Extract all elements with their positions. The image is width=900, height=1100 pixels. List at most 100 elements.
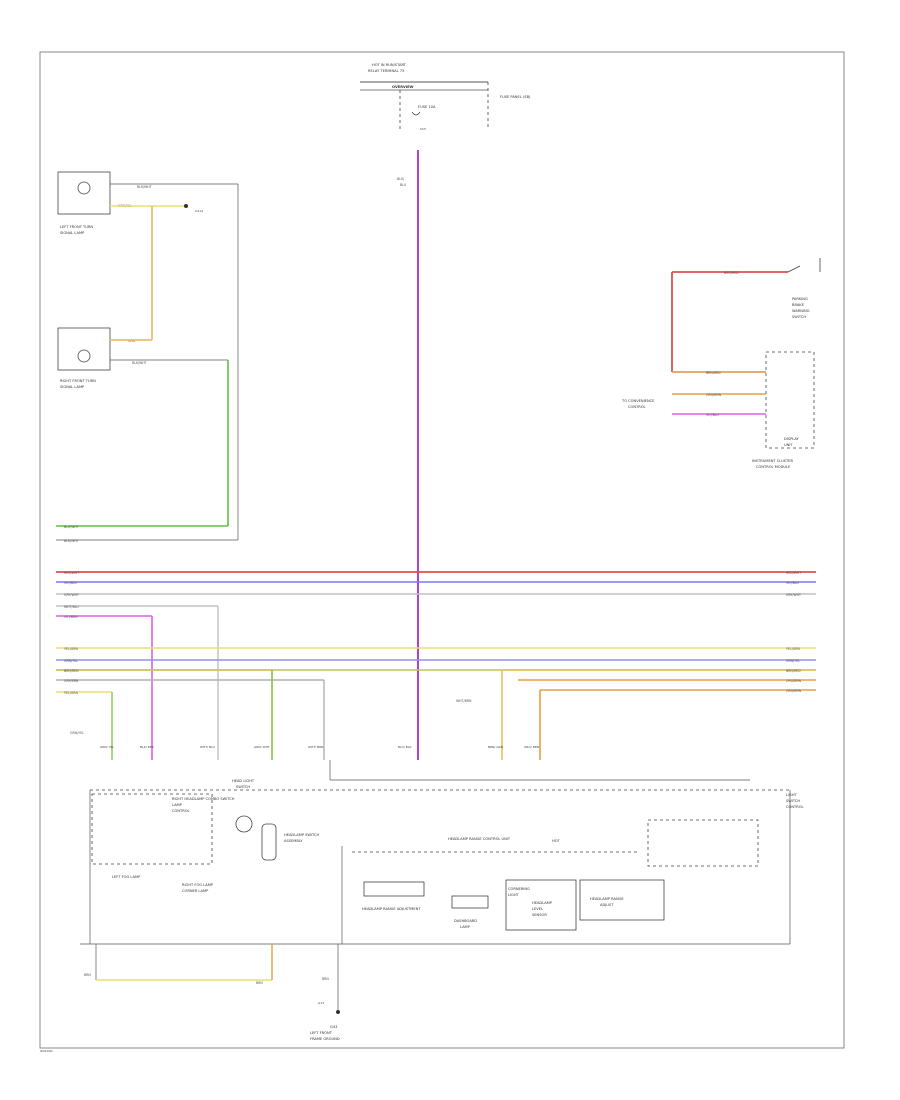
ic-side1: TO CONVENIENCE bbox=[621, 399, 655, 403]
bus-right-0: RED/WHT bbox=[786, 571, 801, 575]
lower-module-area: RIGHT HEADLAMP COMBO SWITCH LAMP CONTROL… bbox=[80, 760, 804, 945]
ground-label2: LEFT FRONT bbox=[310, 1031, 333, 1035]
bus-lines bbox=[56, 571, 816, 760]
ic-label1: INSTRUMENT CLUSTER bbox=[752, 459, 793, 463]
header-line3: OVERVIEW bbox=[392, 85, 414, 89]
lf-wire-top: BLK/WHT bbox=[137, 185, 152, 189]
instrument-cluster-group: BRN/RED PARKING BRAKE WARNING SWITCH BRN… bbox=[621, 258, 821, 469]
bus-left-10: GRY/BRN bbox=[64, 679, 79, 683]
mod2c-label: CORNER LAMP bbox=[182, 889, 209, 893]
header-line2: RELAY TERMINAL 75 bbox=[368, 69, 404, 73]
ground-g3: BRN bbox=[322, 977, 329, 981]
mod2b-label: RIGHT FOG LAMP bbox=[182, 883, 214, 887]
mod7-label: CORNERING bbox=[508, 887, 530, 891]
rf-wire-top: BLK/WHT bbox=[132, 361, 147, 365]
lf-ground: G414 bbox=[195, 209, 203, 213]
bus-left-0: BLU/WHT bbox=[64, 525, 79, 529]
bus-left-11: YEL/GRN bbox=[64, 691, 78, 695]
mod4b-label: ASSEMBLY bbox=[284, 839, 303, 843]
footer-code: W01090 bbox=[40, 1049, 53, 1053]
pin-1: BLK/ RED bbox=[140, 745, 155, 749]
ic-w1: BRN/RED bbox=[706, 371, 721, 375]
bus-right-7: ORG/BRN bbox=[786, 689, 802, 693]
bus-left-3: VIO/BLU bbox=[64, 581, 78, 585]
pb-label3: WARNING bbox=[792, 309, 810, 313]
bus-left-6: VIO/BRN bbox=[64, 615, 78, 619]
pb-label2: BRAKE bbox=[792, 303, 805, 307]
mod2-label: LEFT FOG LAMP bbox=[112, 875, 141, 879]
center-wire-label1: BLK/ bbox=[397, 177, 405, 181]
ic-label2: CONTROL MODULE bbox=[756, 465, 791, 469]
pb-label1: PARKING bbox=[792, 297, 808, 301]
pin-6: BRN/ GRN bbox=[488, 745, 503, 749]
lf-lamp-label1: LEFT FRONT TURN bbox=[60, 225, 93, 229]
bus-right-6: ORG/BRN bbox=[786, 679, 802, 683]
bus-left-1: BLK/WHT bbox=[64, 539, 79, 543]
header-block: HOT IN RUN/START RELAY TERMINAL 75 OVERV… bbox=[360, 63, 531, 131]
drop-label: GRN/YEL bbox=[70, 731, 84, 735]
ground-g1: BRN bbox=[84, 973, 91, 977]
bus-left-labels: BLU/WHT BLK/WHT RED/WHT VIO/BLU GRY/WHT … bbox=[64, 525, 79, 695]
right-mod2-label: SWITCH bbox=[786, 799, 800, 803]
bus-right-1: VIO/BLU bbox=[786, 581, 800, 585]
mod9-label: HEADLAMP RANGE bbox=[590, 897, 624, 901]
right-mod-label: LIGHT bbox=[786, 793, 798, 797]
mod8c-label: SENSOR bbox=[532, 913, 547, 917]
ground-block: BRN BRN BRN G13 G43 LEFT FRONT FRAME GRO… bbox=[84, 944, 340, 1041]
center-wire-label2: BLU bbox=[400, 183, 407, 187]
rf-lamp-label2: SIGNAL LAMP bbox=[60, 385, 85, 389]
bus-right-2: GRY/WHT bbox=[786, 593, 801, 597]
pin-5: BLU/ BLK bbox=[398, 745, 412, 749]
bus-left-8: GRN/YEL bbox=[64, 659, 78, 663]
pin-3: GRN/ WHT bbox=[254, 745, 270, 749]
bus-left-4: GRY/WHT bbox=[64, 593, 79, 597]
fuse-panel-label: FUSE PANEL (SB) bbox=[500, 95, 531, 99]
ic-w2: ORG/BRN bbox=[706, 393, 722, 397]
right-front-turn-lamp: RIGHT FRONT TURN SIGNAL LAMP GRN BLK/WHT bbox=[56, 327, 238, 541]
lf-lamp-label2: SIGNAL LAMP bbox=[60, 231, 85, 235]
pb-label4: SWITCH bbox=[792, 315, 806, 319]
ic-inner2: UNIT bbox=[784, 443, 793, 447]
header-line1: HOT IN RUN/START bbox=[372, 63, 407, 67]
pin-7: ORG/ BRN bbox=[524, 745, 539, 749]
fuse-label: FUSE 10A bbox=[418, 105, 436, 109]
bus-right-labels: RED/WHT VIO/BLU GRY/WHT YEL/GRN GRN/YEL … bbox=[786, 571, 802, 693]
lower-mid-label: HEADLAMP RANGE CONTROL UNIT bbox=[448, 837, 511, 841]
ground-id: G13 bbox=[318, 1001, 324, 1005]
fuse-id: SC5 bbox=[420, 127, 426, 131]
pin-2: WHT/ BLU bbox=[200, 745, 215, 749]
mod1b-label: LAMP bbox=[172, 803, 183, 807]
mod1c-label: CONTROL bbox=[172, 809, 190, 813]
diagram-border bbox=[39, 51, 845, 1049]
pb-wire: BRN/RED bbox=[724, 271, 739, 275]
bus-right-3: YEL/GRN bbox=[786, 647, 800, 651]
ground-label1: G43 bbox=[330, 1025, 337, 1029]
bus-right-4: GRN/YEL bbox=[786, 659, 800, 663]
mod6b-label: LAMP bbox=[460, 925, 471, 929]
bus-right-5: BRN/RED bbox=[786, 669, 801, 673]
mod9b-label: ADJUST bbox=[600, 903, 614, 907]
bus-left-9: BRN/RED bbox=[64, 669, 79, 673]
ic-side2: CONTROL bbox=[628, 405, 646, 409]
mod1-label: RIGHT HEADLAMP COMBO SWITCH bbox=[172, 797, 235, 801]
rf-lamp-label1: RIGHT FRONT TURN bbox=[60, 379, 96, 383]
rf-wire-yel: GRN bbox=[128, 339, 136, 343]
mod8-label: HEADLAMP bbox=[532, 901, 553, 905]
ic-inner1: DISPLAY bbox=[784, 437, 800, 441]
bus-left-2: RED/WHT bbox=[64, 571, 79, 575]
left-front-turn-lamp: LEFT FRONT TURN SIGNAL LAMP BLK/WHT GRN/… bbox=[57, 171, 239, 540]
connector-pins: GRN/ YEL BLK/ RED WHT/ BLU GRN/ WHT WHT/… bbox=[100, 745, 539, 749]
mod3-label: HEAD LIGHT bbox=[232, 779, 255, 783]
mod5-label: HEADLAMP RANGE ADJUSTMENT bbox=[362, 907, 421, 911]
pin-0: GRN/ YEL bbox=[100, 745, 114, 749]
ground-label3: FRAME GROUND bbox=[310, 1037, 340, 1041]
pin-4: WHT/ BRN bbox=[308, 745, 323, 749]
mod6-label: DASHBOARD bbox=[454, 919, 477, 923]
mod4-label: HEADLAMP SWITCH bbox=[284, 833, 320, 837]
right-mod3-label: CONTROL bbox=[786, 805, 804, 809]
mod8b-label: LEVEL bbox=[532, 907, 543, 911]
bus-mid-label: WHT/BRN bbox=[456, 699, 472, 703]
mod3b-label: SWITCH bbox=[236, 785, 250, 789]
ic-w3: VIO/BLU bbox=[706, 413, 720, 417]
